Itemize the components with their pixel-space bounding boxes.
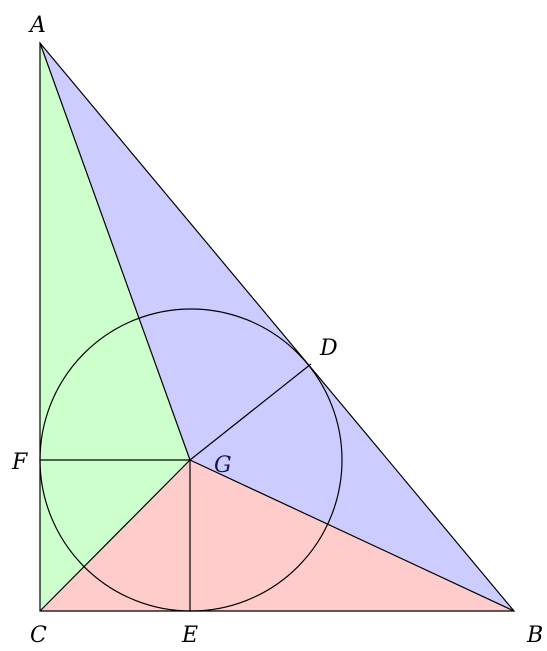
label-a: A [28, 13, 46, 38]
region-agc [40, 43, 190, 611]
segment-cg [39, 459, 191, 612]
incircle [39, 308, 343, 612]
region-cgb [40, 460, 514, 611]
segment-bg [189, 459, 515, 612]
triangle-abc [39, 41, 516, 612]
label-f: F [11, 450, 28, 475]
label-g: G [214, 453, 232, 478]
label-c: C [30, 623, 47, 648]
radius-gd [189, 363, 312, 461]
segment-ag [39, 42, 191, 461]
label-b: B [526, 623, 543, 648]
label-d: D [319, 336, 338, 361]
label-e: E [181, 623, 198, 648]
